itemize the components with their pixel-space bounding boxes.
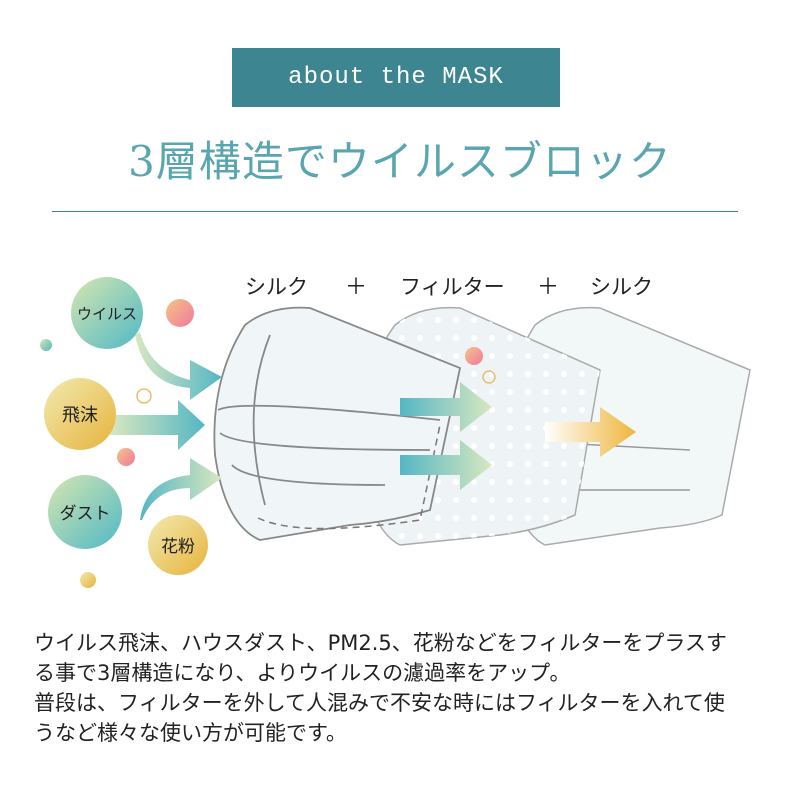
decorative-ring xyxy=(136,388,152,404)
decorative-dot xyxy=(40,339,52,351)
section-banner: about the MASK xyxy=(232,48,560,107)
mask-layer-front-silk xyxy=(213,306,462,541)
arrow-icon xyxy=(400,382,492,432)
layer-label-silk-back: シルク xyxy=(590,275,653,299)
particle-virus: ウイルス xyxy=(77,305,137,323)
arrow-icon xyxy=(135,332,222,400)
description-line: 普段は、フィルターを外して人混みで不安な時にはフィルターを入れて使 xyxy=(34,691,725,715)
arrow-icon xyxy=(140,458,222,520)
decorative-dot xyxy=(166,299,194,327)
particle-bubble xyxy=(44,378,116,450)
description-line: ウイルス飛沫、ハウスダスト、PM2.5、花粉などをフィルターをプラスす xyxy=(34,631,727,655)
particle-pollen: 花粉 xyxy=(161,537,195,557)
mask-layer-diagram: シルク ＋ フィルター ＋ シルク ウイルス 飛沫 ダスト 花粉 xyxy=(40,275,751,588)
plus-sign: ＋ xyxy=(537,275,559,300)
particle-bubble xyxy=(71,277,143,349)
decorative-dot xyxy=(465,347,483,365)
particle-bubble xyxy=(148,515,208,575)
description: ウイルス飛沫、ハウスダスト、PM2.5、花粉などをフィルターをプラスす る事で3… xyxy=(34,628,774,748)
description-line: うなど様々な使い方が可能です。 xyxy=(34,721,347,745)
page-title: 3層構造でウイルスブロック xyxy=(128,137,672,186)
layer-label-silk-front: シルク xyxy=(245,275,308,299)
particle-bubble xyxy=(48,475,122,549)
arrow-icon xyxy=(110,400,205,450)
mask-seam-lines xyxy=(217,334,441,506)
divider xyxy=(52,211,738,212)
layer-label-filter: フィルター xyxy=(400,275,505,299)
decorative-ring xyxy=(482,370,496,384)
decorative-dot xyxy=(80,572,96,588)
particle-dust: ダスト xyxy=(60,504,111,524)
arrow-gold-icon xyxy=(545,407,636,457)
banner-label: about the MASK xyxy=(288,64,504,91)
plus-sign: ＋ xyxy=(345,275,367,300)
description-line: る事で3層構造になり、よりウイルスの濾過率をアップ。 xyxy=(34,661,571,685)
particle-droplet: 飛沫 xyxy=(62,405,98,426)
decorative-dot xyxy=(117,448,135,466)
mask-stitch-line xyxy=(257,424,441,530)
arrow-icon xyxy=(400,440,492,490)
